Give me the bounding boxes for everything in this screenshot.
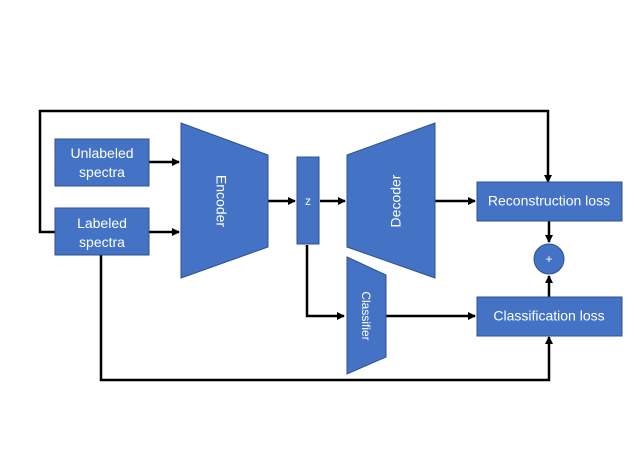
unlabeled-spectra-node: Unlabeled spectra — [54, 138, 150, 187]
labeled-spectra-label-line1: Labeled — [77, 215, 127, 231]
unlabeled-spectra-label-line1: Unlabeled — [70, 145, 133, 161]
loop-to-reconstruction-loss-arrow — [38, 109, 552, 234]
labeled-spectra-node: Labeled spectra — [54, 207, 150, 256]
encoder-label: Encoder — [213, 175, 229, 227]
z-label: z — [305, 194, 311, 208]
sum-node: + — [533, 243, 565, 275]
plus-icon: + — [545, 252, 552, 266]
labeled-spectra-label-line2: spectra — [79, 234, 125, 250]
unlabeled-spectra-label-line2: spectra — [79, 164, 125, 180]
decoder-label: Decoder — [388, 174, 404, 227]
reconstruction-loss-node: Reconstruction loss — [476, 181, 623, 222]
classifier-node: Classifier — [346, 256, 387, 375]
classifier-label: Classifier — [359, 291, 373, 340]
labeled-to-classification-loss-arrow — [99, 254, 553, 382]
classification-loss-label: Classification loss — [493, 308, 604, 324]
encoder-node: Encoder — [180, 122, 269, 279]
reconstruction-loss-label: Reconstruction loss — [488, 193, 610, 209]
z-to-classifier-arrow — [305, 245, 345, 320]
decoder-node: Decoder — [346, 122, 436, 279]
latent-z-node: z — [296, 156, 320, 245]
connections — [38, 109, 553, 382]
classification-loss-node: Classification loss — [476, 296, 623, 337]
